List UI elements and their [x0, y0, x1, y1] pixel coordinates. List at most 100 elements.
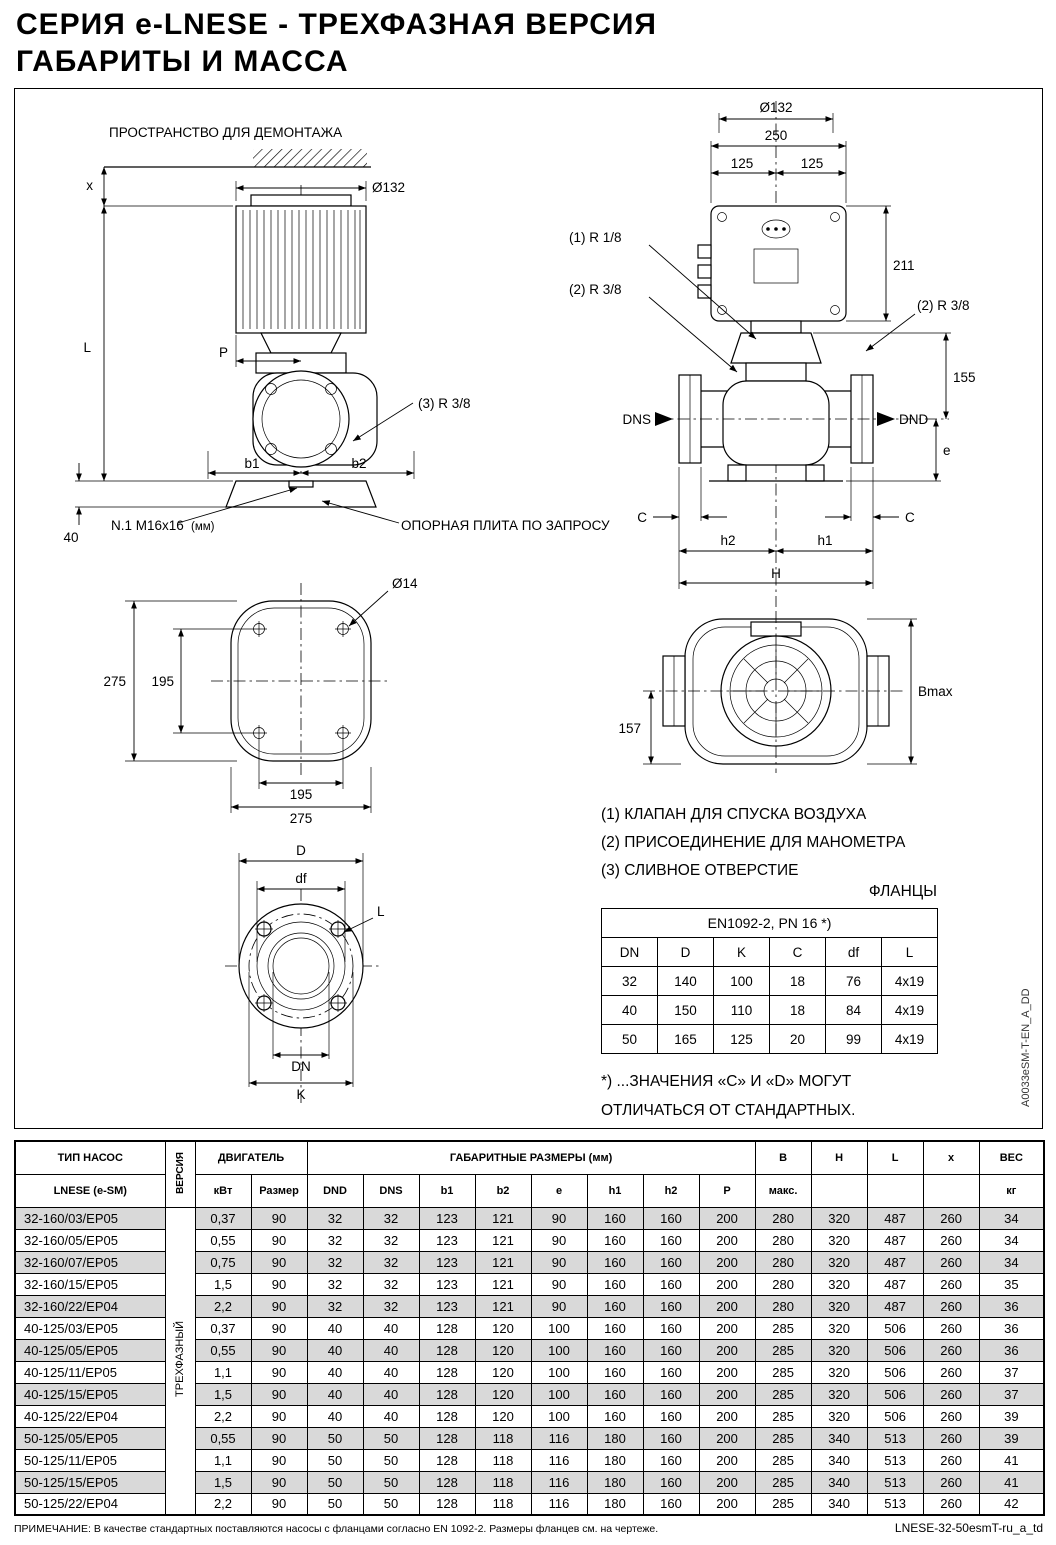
value-cell: 90: [250, 1470, 308, 1494]
pump-type-cell: 40-125/03/EP05: [14, 1316, 166, 1340]
value-cell: 200: [698, 1448, 756, 1472]
value-cell: 50: [306, 1470, 364, 1494]
value-cell: 100: [530, 1316, 588, 1340]
technical-drawing-panel: .ln { stroke:#000; stroke-width:1.2; fil…: [14, 88, 1043, 1129]
value-cell: 2,2: [194, 1404, 252, 1428]
flange-k-label: K: [296, 1087, 305, 1102]
anchor-note-label: N.1 M16x16: [111, 518, 184, 533]
value-cell: 160: [642, 1294, 700, 1318]
header-dnd: DND: [306, 1173, 364, 1208]
flange-cell: 50: [601, 1024, 658, 1054]
header-motor: ДВИГАТЕЛЬ: [194, 1140, 308, 1175]
value-cell: 160: [586, 1228, 644, 1252]
header-l: L: [866, 1140, 924, 1175]
value-cell: 260: [922, 1272, 980, 1296]
pump-type-cell: 50-125/15/EP05: [14, 1470, 166, 1494]
note-vent: (1) КЛАПАН ДЛЯ СПУСКА ВОЗДУХА: [601, 806, 867, 823]
side-view-drawing: ПРОСТРАНСТВО ДЛЯ ДЕМОНТАЖА x Ø132 L P (3…: [63, 125, 609, 545]
value-cell: 90: [250, 1228, 308, 1252]
dnd-flow-arrow-icon: [877, 412, 895, 426]
flange-cell: 32: [601, 966, 658, 996]
value-cell: 41: [978, 1470, 1045, 1494]
value-cell: 116: [530, 1492, 588, 1516]
value-cell: 513: [866, 1470, 924, 1494]
value-cell: 340: [810, 1448, 868, 1472]
value-cell: 36: [978, 1316, 1045, 1340]
value-cell: 121: [474, 1250, 532, 1274]
value-cell: 100: [530, 1404, 588, 1428]
value-cell: 160: [642, 1250, 700, 1274]
value-cell: 160: [586, 1272, 644, 1296]
b2-label: b2: [351, 456, 366, 471]
value-cell: 50: [362, 1470, 420, 1494]
d195-left-label: 195: [151, 674, 174, 689]
value-cell: 280: [754, 1294, 812, 1318]
flange-d-label: D: [296, 843, 306, 858]
value-cell: 200: [698, 1294, 756, 1318]
flange-standard: EN1092-2, PN 16 *): [601, 908, 938, 938]
value-cell: 320: [810, 1382, 868, 1406]
header-pump-type-sub: LNESE (e-SM): [14, 1173, 166, 1208]
flange-cell: 4x19: [881, 966, 938, 996]
value-cell: 506: [866, 1316, 924, 1340]
value-cell: 123: [418, 1206, 476, 1230]
drawing-notes: (1) КЛАПАН ДЛЯ СПУСКА ВОЗДУХА (2) ПРИСОЕ…: [601, 801, 905, 885]
value-cell: 160: [586, 1382, 644, 1406]
value-cell: 487: [866, 1206, 924, 1230]
b1-label: b1: [244, 456, 259, 471]
flange-col-k: K: [713, 937, 770, 967]
flange-cell: 110: [713, 995, 770, 1025]
dismantle-hatch: [253, 149, 367, 167]
value-cell: 90: [250, 1272, 308, 1296]
value-cell: 121: [474, 1206, 532, 1230]
technical-drawing: .ln { stroke:#000; stroke-width:1.2; fil…: [63, 100, 976, 1103]
gauge-ref-left-label: (2) R 3/8: [569, 282, 622, 297]
value-cell: 280: [754, 1228, 812, 1252]
value-cell: 340: [810, 1492, 868, 1516]
value-cell: 487: [866, 1294, 924, 1318]
value-cell: 121: [474, 1294, 532, 1318]
h2-label: h2: [720, 533, 735, 548]
value-cell: 160: [642, 1338, 700, 1362]
value-cell: 260: [922, 1206, 980, 1230]
value-cell: 118: [474, 1470, 532, 1494]
header-b-max-sub: макс.: [754, 1173, 812, 1208]
value-cell: 128: [418, 1316, 476, 1340]
value-cell: 487: [866, 1250, 924, 1274]
value-cell: 121: [474, 1272, 532, 1296]
value-cell: 160: [642, 1492, 700, 1516]
version-cell: ТРЕХФАЗНЫЙ: [164, 1206, 196, 1516]
value-cell: 285: [754, 1360, 812, 1384]
title-line1: СЕРИЯ e-LNESE - ТРЕХФАЗНАЯ ВЕРСИЯ: [16, 8, 657, 41]
value-cell: 50: [362, 1426, 420, 1450]
header-x-sub: [922, 1173, 980, 1208]
page-title: СЕРИЯ e-LNESE - ТРЕХФАЗНАЯ ВЕРСИЯ ГАБАРИ…: [16, 6, 657, 80]
flange-col-df: df: [825, 937, 882, 967]
c-dim-right-label: C: [905, 510, 915, 525]
d250-label: 250: [765, 128, 788, 143]
value-cell: 36: [978, 1338, 1045, 1362]
value-cell: 32: [306, 1272, 364, 1296]
header-h1: h1: [586, 1173, 644, 1208]
value-cell: 118: [474, 1448, 532, 1472]
value-cell: 320: [810, 1272, 868, 1296]
front-view-drawing: Ø132 250 125 125 (1) R 1/8 (2) R 3/8 211…: [569, 100, 976, 607]
note-gauge: (2) ПРИСОЕДИНЕНИЕ ДЛЯ МАНОМЕТРА: [601, 834, 906, 851]
drain-ref-label: (3) R 3/8: [418, 396, 471, 411]
value-cell: 160: [586, 1250, 644, 1274]
value-cell: 1,1: [194, 1448, 252, 1472]
value-cell: 487: [866, 1272, 924, 1296]
value-cell: 35: [978, 1272, 1045, 1296]
dimensions-weight-table: ТИП НАСОС ВЕРСИЯ ДВИГАТЕЛЬ ГАБАРИТНЫЕ РА…: [14, 1140, 1046, 1516]
value-cell: 123: [418, 1294, 476, 1318]
value-cell: 90: [250, 1206, 308, 1230]
flange-cell: 125: [713, 1024, 770, 1054]
value-cell: 320: [810, 1228, 868, 1252]
value-cell: 128: [418, 1470, 476, 1494]
value-cell: 39: [978, 1426, 1045, 1450]
header-b2: b2: [474, 1173, 532, 1208]
value-cell: 160: [642, 1228, 700, 1252]
value-cell: 487: [866, 1228, 924, 1252]
